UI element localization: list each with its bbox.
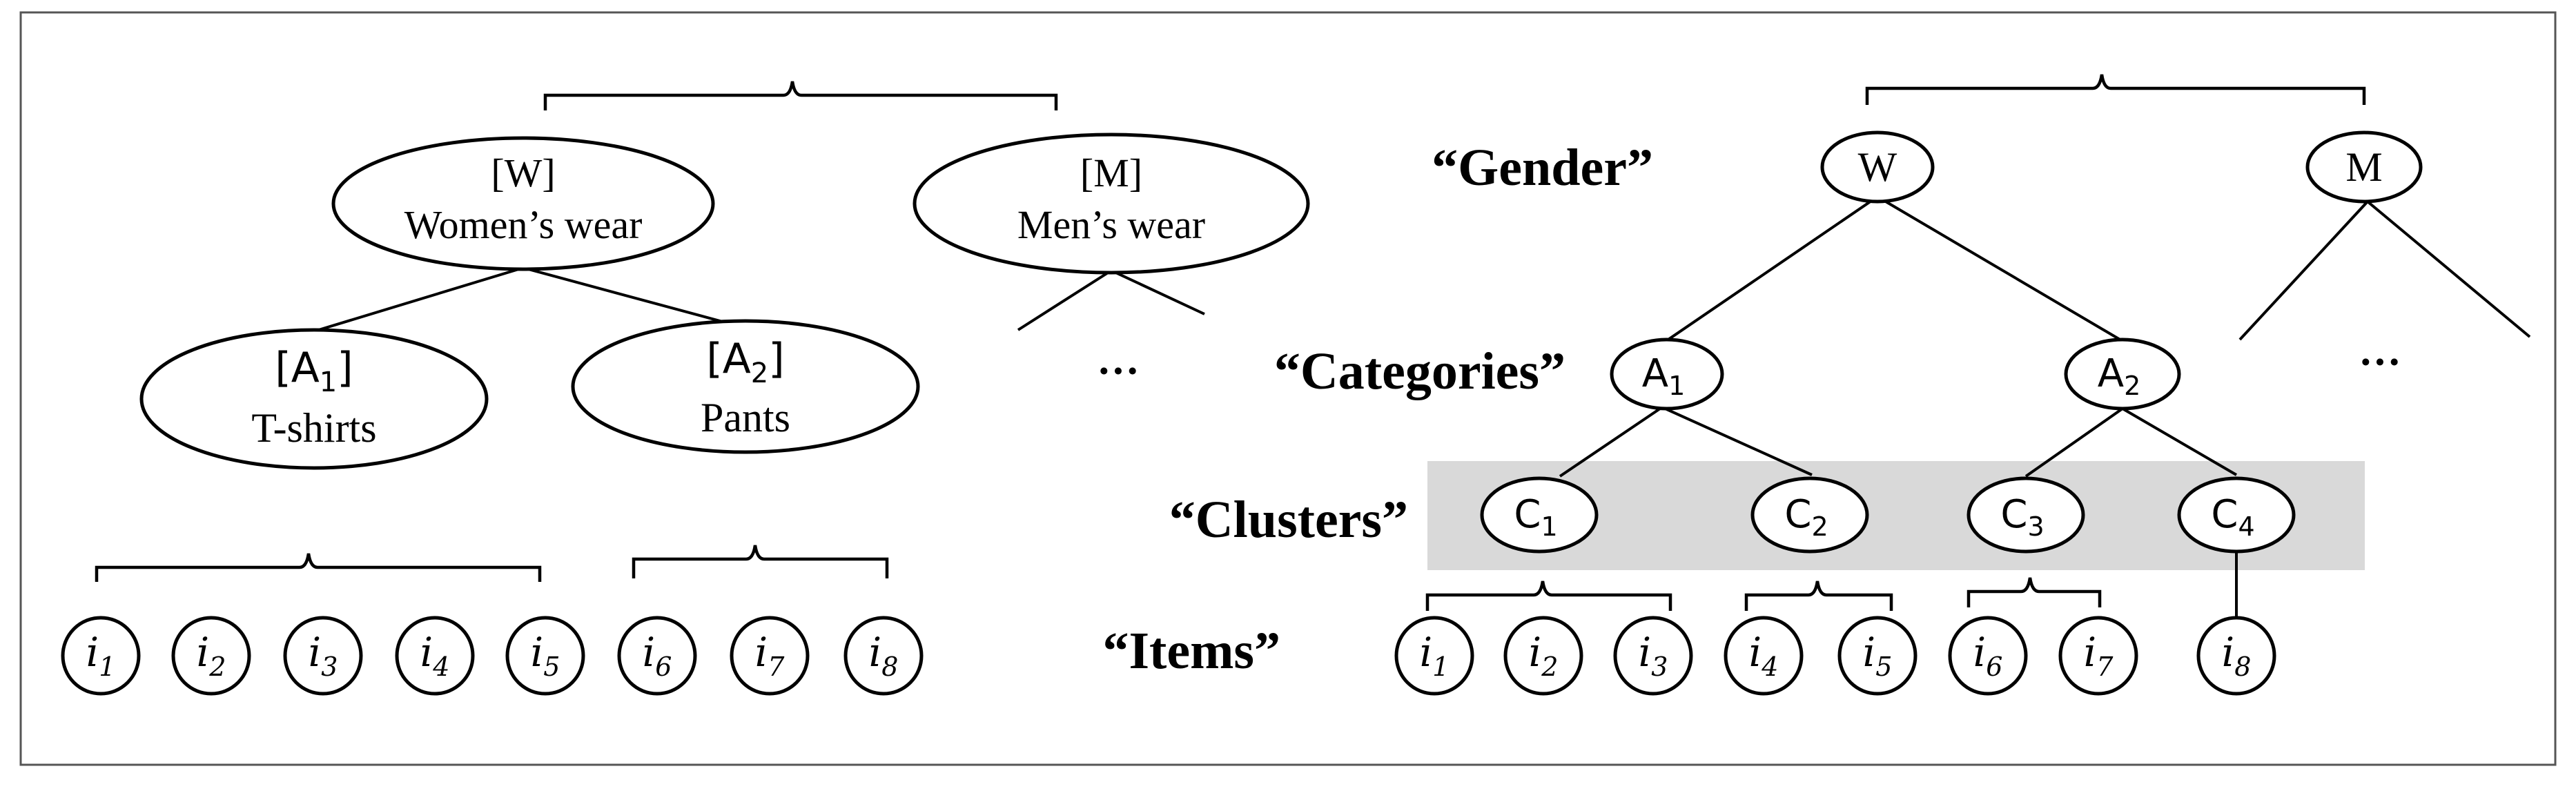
svg-text:i8: i8 <box>2222 629 2252 682</box>
left-item-1: i1 <box>61 616 141 696</box>
right-category-node-A1: A1 <box>1610 338 1724 411</box>
level-label-clusters: “Clusters” <box>1169 491 1408 549</box>
svg-text:A1: A1 <box>1642 351 1686 401</box>
svg-text:i4: i4 <box>420 629 450 682</box>
left-item-4: i4 <box>395 616 475 696</box>
svg-text:C1: C1 <box>1514 492 1557 542</box>
edge-M-left <box>2238 200 2369 341</box>
category-node-pants-code: [A2] <box>706 335 784 389</box>
left-item-5: i5 <box>505 616 585 696</box>
left-ellipsis: ··· <box>1097 348 1140 395</box>
svg-text:i6: i6 <box>1973 629 2003 682</box>
svg-text:C3: C3 <box>2000 492 2044 542</box>
category-node-pants-name: Pants <box>701 395 790 440</box>
left-items-brace-2 <box>632 545 889 578</box>
items-brace-C2 <box>1744 580 1893 611</box>
category-node-tshirts-code: [A1] <box>275 344 353 398</box>
right-item-2: i2 <box>1503 616 1583 696</box>
cluster-node-C3: C3 <box>1967 476 2085 554</box>
svg-text:W: W <box>1858 144 1897 190</box>
right-item-1: i1 <box>1394 616 1474 696</box>
gender-node-men: [M] Men’s wear <box>913 133 1310 275</box>
gender-node-men-name: Men’s wear <box>1017 202 1205 247</box>
gender-node-men-code: [M] <box>1080 150 1142 195</box>
svg-text:i5: i5 <box>1863 629 1893 682</box>
svg-text:C4: C4 <box>2211 492 2254 542</box>
cluster-node-C4: C4 <box>2177 476 2296 554</box>
edge-A1-C2 <box>1661 406 1813 476</box>
svg-text:i8: i8 <box>869 629 899 682</box>
svg-text:i7: i7 <box>2084 629 2114 682</box>
svg-text:i1: i1 <box>86 629 116 682</box>
svg-text:C2: C2 <box>1784 492 1828 542</box>
edge-A2-C4 <box>2121 407 2238 476</box>
right-gender-node-W: W <box>1820 130 1935 204</box>
level-label-categories: “Categories” <box>1274 342 1565 400</box>
gender-node-women-name: Women’s wear <box>404 202 643 247</box>
left-tree: [W] Women’s wear [M] Men’s wear [A1] T-s… <box>61 81 1310 696</box>
category-node-tshirts-name: T-shirts <box>251 405 376 451</box>
right-tree: W M A1 A2 C1 C2 C3 C4 <box>1394 74 2531 696</box>
svg-text:i5: i5 <box>531 629 560 682</box>
edge-men-left <box>1017 269 1113 331</box>
svg-text:i1: i1 <box>1420 629 1450 682</box>
svg-text:i3: i3 <box>1639 629 1668 682</box>
cluster-node-C1: C1 <box>1480 476 1599 554</box>
figure-frame <box>19 11 2557 766</box>
edge-men-right <box>1111 269 1205 315</box>
right-item-7: i7 <box>2058 616 2138 696</box>
right-item-4: i4 <box>1724 616 1804 696</box>
left-top-brace <box>543 81 1058 110</box>
svg-text:i2: i2 <box>197 629 226 682</box>
gender-node-women-code: [W] <box>491 150 555 195</box>
edge-W-A1 <box>1661 195 1879 345</box>
edge-A2-C3 <box>2024 407 2124 478</box>
edge-women-pants <box>523 266 746 329</box>
right-ellipsis: ··· <box>2359 339 2401 386</box>
edge-A1-C1 <box>1559 406 1663 478</box>
svg-text:M: M <box>2345 144 2382 190</box>
svg-text:i7: i7 <box>755 629 786 682</box>
right-item-5: i5 <box>1837 616 1918 696</box>
right-item-8: i8 <box>2196 616 2276 696</box>
left-item-6: i6 <box>617 616 697 696</box>
right-item-6: i6 <box>1948 616 2028 696</box>
level-label-gender: “Gender” <box>1432 139 1653 197</box>
svg-text:A2: A2 <box>2098 351 2141 401</box>
category-node-pants: [A2] Pants <box>571 319 920 454</box>
level-label-items: “Items” <box>1102 622 1280 680</box>
edge-M-right <box>2366 200 2531 338</box>
svg-text:i2: i2 <box>1529 629 1559 682</box>
gender-node-women: [W] Women’s wear <box>331 136 715 271</box>
right-category-node-A2: A2 <box>2064 338 2181 411</box>
edge-women-tshirts <box>313 266 524 333</box>
right-gender-node-M: M <box>2305 130 2423 204</box>
edge-W-A2 <box>1876 195 2131 346</box>
left-items-brace-1 <box>95 553 542 582</box>
left-item-8: i8 <box>843 616 924 696</box>
left-item-7: i7 <box>730 616 810 696</box>
left-item-3: i3 <box>283 616 363 696</box>
right-item-3: i3 <box>1613 616 1693 696</box>
items-brace-C1 <box>1425 580 1672 611</box>
category-node-tshirts: [A1] T-shirts <box>139 328 489 470</box>
right-top-brace <box>1865 74 2366 105</box>
svg-text:i6: i6 <box>643 629 672 682</box>
left-item-2: i2 <box>171 616 251 696</box>
cluster-node-C2: C2 <box>1750 476 1869 554</box>
items-brace-C3 <box>1967 577 2102 607</box>
svg-text:i3: i3 <box>309 629 338 682</box>
svg-text:i4: i4 <box>1749 629 1779 682</box>
